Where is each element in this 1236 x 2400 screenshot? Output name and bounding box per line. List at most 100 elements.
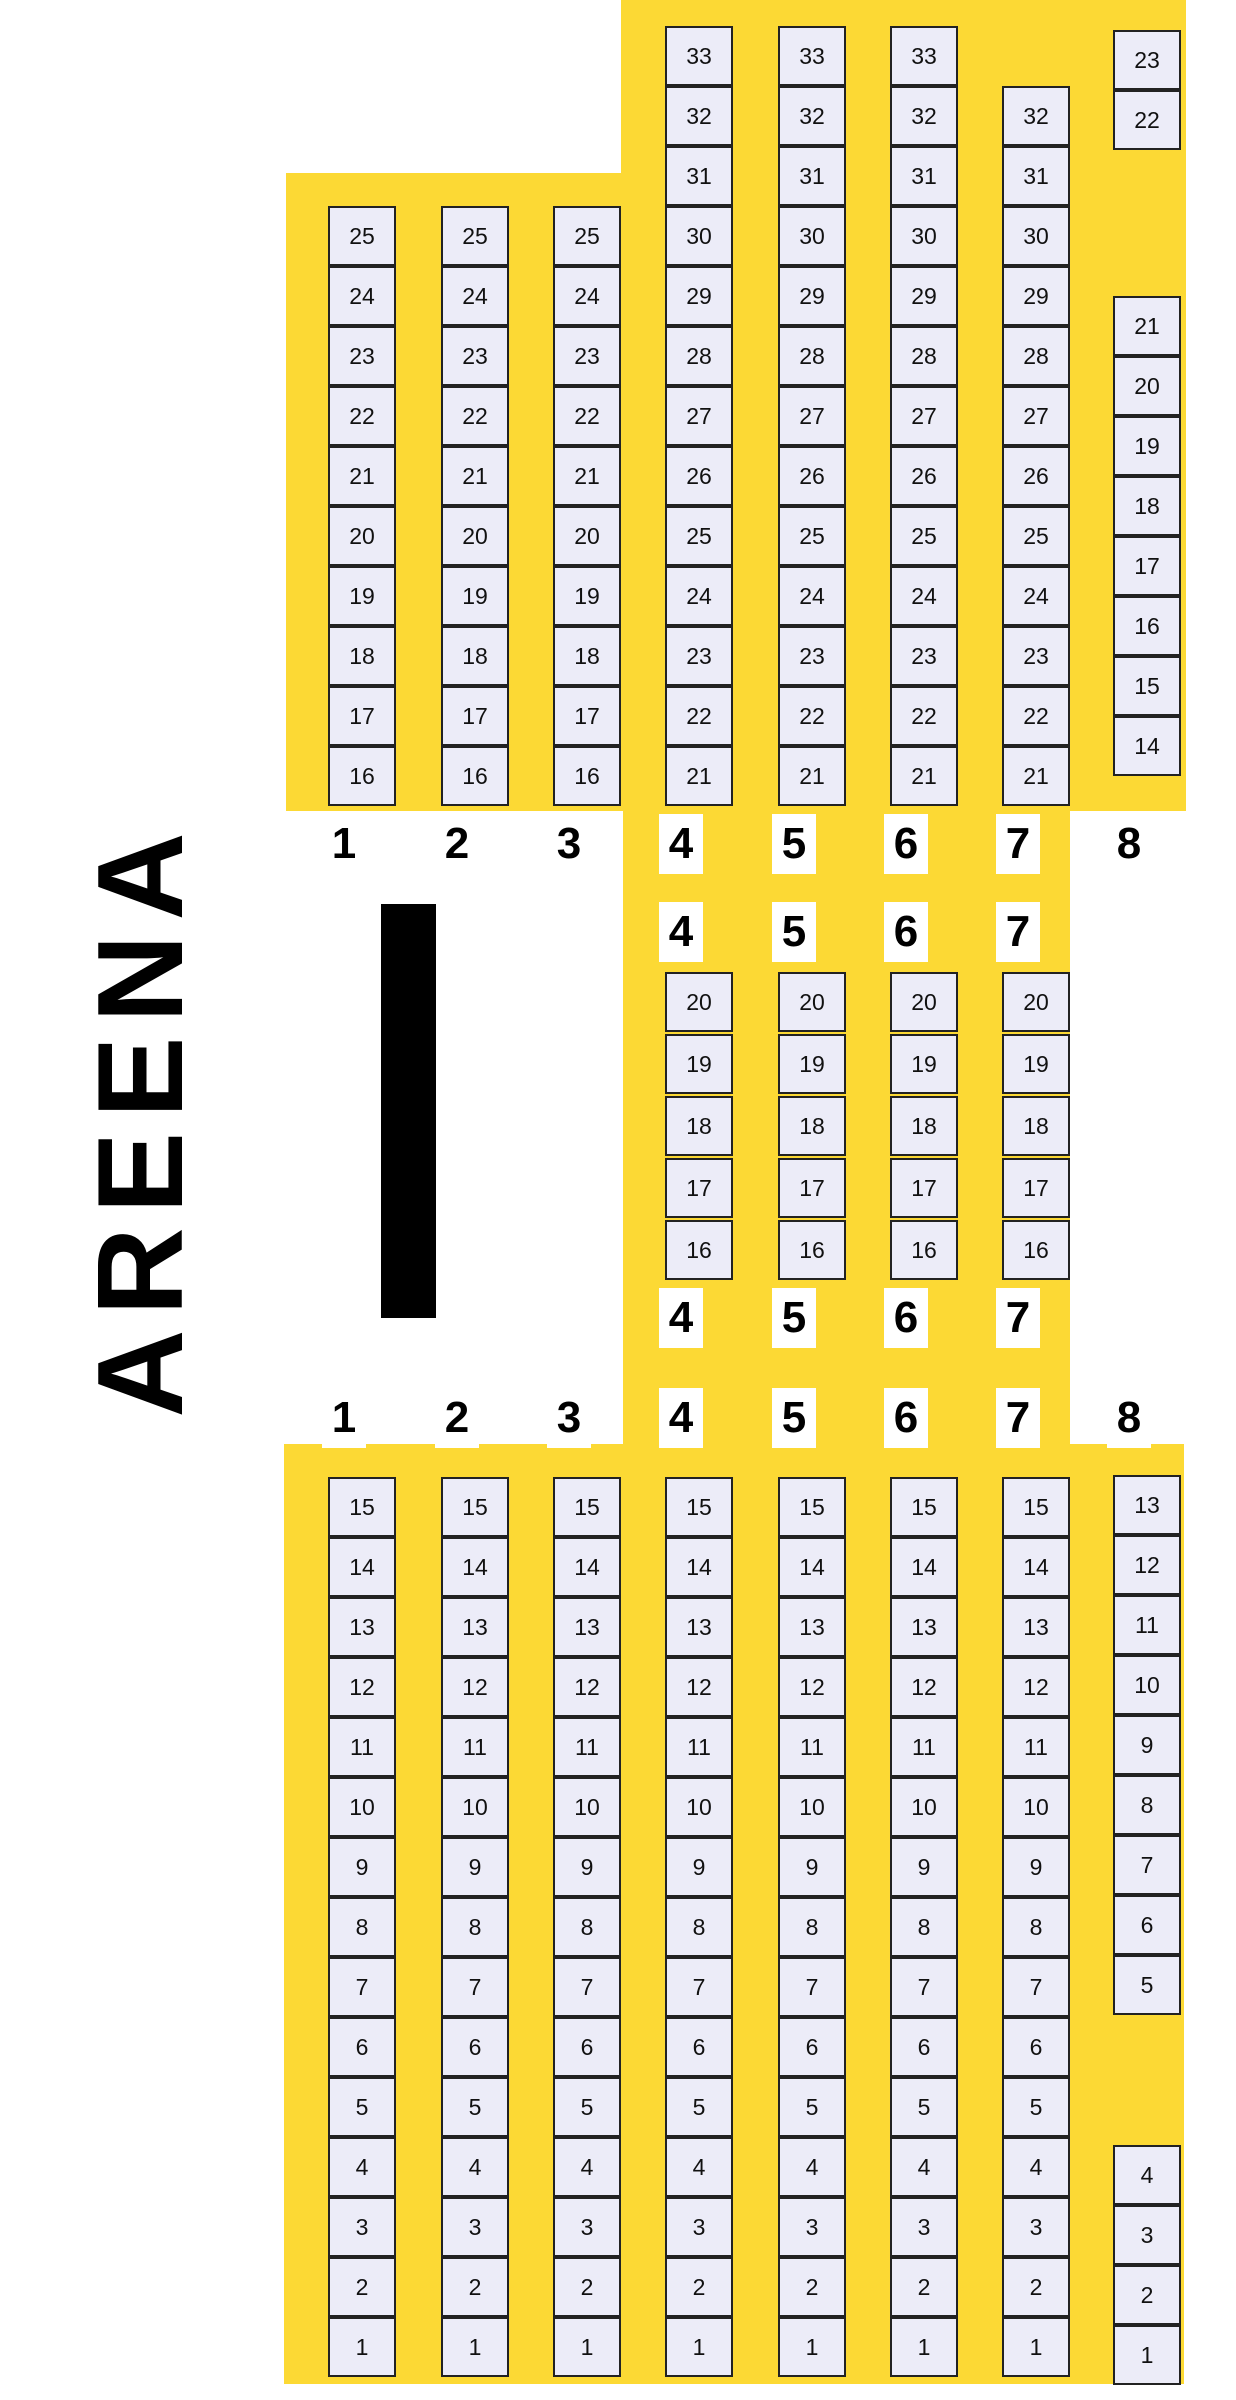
seat-lower-row5-4[interactable]: 4 xyxy=(778,2137,846,2197)
seat-lower-row3-15[interactable]: 15 xyxy=(553,1477,621,1537)
seat-lower-row8-6[interactable]: 6 xyxy=(1113,1895,1181,1955)
seat-upper-row3-25[interactable]: 25 xyxy=(553,206,621,266)
seat-upper-row4-23[interactable]: 23 xyxy=(665,626,733,686)
seat-lower-row6-9[interactable]: 9 xyxy=(890,1837,958,1897)
seat-upper-row1-23[interactable]: 23 xyxy=(328,326,396,386)
seat-upper-row6-31[interactable]: 31 xyxy=(890,146,958,206)
seat-upper-row8-20[interactable]: 20 xyxy=(1113,356,1181,416)
seat-lower-row7-10[interactable]: 10 xyxy=(1002,1777,1070,1837)
seat-lower-row3-7[interactable]: 7 xyxy=(553,1957,621,2017)
seat-lower-row7-9[interactable]: 9 xyxy=(1002,1837,1070,1897)
seat-lower-row2-11[interactable]: 11 xyxy=(441,1717,509,1777)
seat-upper-row8-19[interactable]: 19 xyxy=(1113,416,1181,476)
seat-upper-row3-18[interactable]: 18 xyxy=(553,626,621,686)
seat-upper-row7-28[interactable]: 28 xyxy=(1002,326,1070,386)
seat-upper-row3-20[interactable]: 20 xyxy=(553,506,621,566)
seat-lower-row5-9[interactable]: 9 xyxy=(778,1837,846,1897)
seat-lower-row1-11[interactable]: 11 xyxy=(328,1717,396,1777)
seat-lower-row8-4[interactable]: 4 xyxy=(1113,2145,1181,2205)
seat-upper-row4-26[interactable]: 26 xyxy=(665,446,733,506)
seat-lower-row5-13[interactable]: 13 xyxy=(778,1597,846,1657)
seat-lower-row2-8[interactable]: 8 xyxy=(441,1897,509,1957)
seat-lower-row8-12[interactable]: 12 xyxy=(1113,1535,1181,1595)
seat-upper-row1-21[interactable]: 21 xyxy=(328,446,396,506)
seat-lower-row6-11[interactable]: 11 xyxy=(890,1717,958,1777)
seat-upper-row5-32[interactable]: 32 xyxy=(778,86,846,146)
seat-upper-row6-28[interactable]: 28 xyxy=(890,326,958,386)
seat-upper-row2-17[interactable]: 17 xyxy=(441,686,509,746)
seat-lower-row8-10[interactable]: 10 xyxy=(1113,1655,1181,1715)
seat-upper-row7-22[interactable]: 22 xyxy=(1002,686,1070,746)
seat-middle-row4-20[interactable]: 20 xyxy=(665,972,733,1032)
seat-lower-row1-9[interactable]: 9 xyxy=(328,1837,396,1897)
seat-upper-row8-17[interactable]: 17 xyxy=(1113,536,1181,596)
seat-lower-row1-10[interactable]: 10 xyxy=(328,1777,396,1837)
seat-upper-row6-33[interactable]: 33 xyxy=(890,26,958,86)
seat-upper-row4-27[interactable]: 27 xyxy=(665,386,733,446)
seat-upper-row2-19[interactable]: 19 xyxy=(441,566,509,626)
seat-upper-row6-26[interactable]: 26 xyxy=(890,446,958,506)
seat-lower-row7-13[interactable]: 13 xyxy=(1002,1597,1070,1657)
seat-lower-row1-12[interactable]: 12 xyxy=(328,1657,396,1717)
seat-upper-row2-20[interactable]: 20 xyxy=(441,506,509,566)
seat-upper-row3-22[interactable]: 22 xyxy=(553,386,621,446)
seat-lower-row7-12[interactable]: 12 xyxy=(1002,1657,1070,1717)
seat-lower-row8-3[interactable]: 3 xyxy=(1113,2205,1181,2265)
seat-upper-row2-18[interactable]: 18 xyxy=(441,626,509,686)
seat-upper-row1-25[interactable]: 25 xyxy=(328,206,396,266)
seat-lower-row2-13[interactable]: 13 xyxy=(441,1597,509,1657)
seat-upper-row1-22[interactable]: 22 xyxy=(328,386,396,446)
seat-upper-row8-18[interactable]: 18 xyxy=(1113,476,1181,536)
seat-upper-row5-33[interactable]: 33 xyxy=(778,26,846,86)
seat-upper-row2-22[interactable]: 22 xyxy=(441,386,509,446)
seat-upper-row6-27[interactable]: 27 xyxy=(890,386,958,446)
seat-upper-row5-29[interactable]: 29 xyxy=(778,266,846,326)
seat-middle-row6-16[interactable]: 16 xyxy=(890,1220,958,1280)
seat-lower-row7-5[interactable]: 5 xyxy=(1002,2077,1070,2137)
seat-lower-row4-8[interactable]: 8 xyxy=(665,1897,733,1957)
seat-lower-row1-2[interactable]: 2 xyxy=(328,2257,396,2317)
seat-lower-row1-13[interactable]: 13 xyxy=(328,1597,396,1657)
seat-upper-row4-33[interactable]: 33 xyxy=(665,26,733,86)
seat-upper-row1-17[interactable]: 17 xyxy=(328,686,396,746)
seat-lower-row2-1[interactable]: 1 xyxy=(441,2317,509,2377)
seat-lower-row5-5[interactable]: 5 xyxy=(778,2077,846,2137)
seat-upper-row5-28[interactable]: 28 xyxy=(778,326,846,386)
seat-lower-row3-5[interactable]: 5 xyxy=(553,2077,621,2137)
seat-lower-row4-7[interactable]: 7 xyxy=(665,1957,733,2017)
seat-middle-row7-20[interactable]: 20 xyxy=(1002,972,1070,1032)
seat-lower-row3-12[interactable]: 12 xyxy=(553,1657,621,1717)
seat-lower-row3-6[interactable]: 6 xyxy=(553,2017,621,2077)
seat-lower-row8-7[interactable]: 7 xyxy=(1113,1835,1181,1895)
seat-lower-row5-6[interactable]: 6 xyxy=(778,2017,846,2077)
seat-lower-row1-7[interactable]: 7 xyxy=(328,1957,396,2017)
seat-upper-row5-22[interactable]: 22 xyxy=(778,686,846,746)
seat-lower-row7-15[interactable]: 15 xyxy=(1002,1477,1070,1537)
seat-upper-row3-23[interactable]: 23 xyxy=(553,326,621,386)
seat-lower-row8-1[interactable]: 1 xyxy=(1113,2325,1181,2385)
seat-lower-row2-12[interactable]: 12 xyxy=(441,1657,509,1717)
seat-lower-row5-11[interactable]: 11 xyxy=(778,1717,846,1777)
seat-middle-row4-18[interactable]: 18 xyxy=(665,1096,733,1156)
seat-lower-row2-2[interactable]: 2 xyxy=(441,2257,509,2317)
seat-lower-row8-8[interactable]: 8 xyxy=(1113,1775,1181,1835)
seat-upper-row6-21[interactable]: 21 xyxy=(890,746,958,806)
seat-lower-row4-13[interactable]: 13 xyxy=(665,1597,733,1657)
seat-upper-row2-23[interactable]: 23 xyxy=(441,326,509,386)
seat-upper-row8-22[interactable]: 22 xyxy=(1113,90,1181,150)
seat-lower-row4-11[interactable]: 11 xyxy=(665,1717,733,1777)
seat-middle-row7-17[interactable]: 17 xyxy=(1002,1158,1070,1218)
seat-upper-row7-26[interactable]: 26 xyxy=(1002,446,1070,506)
seat-middle-row6-18[interactable]: 18 xyxy=(890,1096,958,1156)
seat-lower-row6-1[interactable]: 1 xyxy=(890,2317,958,2377)
seat-lower-row1-14[interactable]: 14 xyxy=(328,1537,396,1597)
seat-lower-row7-1[interactable]: 1 xyxy=(1002,2317,1070,2377)
seat-upper-row3-16[interactable]: 16 xyxy=(553,746,621,806)
seat-upper-row7-25[interactable]: 25 xyxy=(1002,506,1070,566)
seat-lower-row3-8[interactable]: 8 xyxy=(553,1897,621,1957)
seat-lower-row2-7[interactable]: 7 xyxy=(441,1957,509,2017)
seat-lower-row4-15[interactable]: 15 xyxy=(665,1477,733,1537)
seat-upper-row7-23[interactable]: 23 xyxy=(1002,626,1070,686)
seat-middle-row4-19[interactable]: 19 xyxy=(665,1034,733,1094)
seat-middle-row5-16[interactable]: 16 xyxy=(778,1220,846,1280)
